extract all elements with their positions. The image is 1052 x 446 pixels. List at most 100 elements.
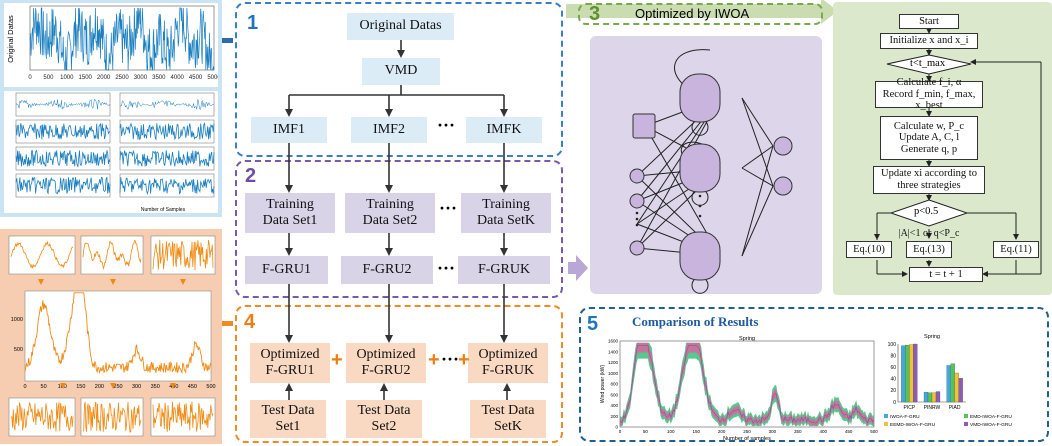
flow-start: Start (899, 14, 959, 29)
imf-subplots: Number of Samples (4, 91, 218, 213)
test-set2-line1: Test Data (357, 402, 411, 418)
network-output-node (773, 136, 793, 156)
training-setk-line2: Data SetK (477, 213, 535, 228)
imf-line (119, 177, 215, 196)
section-4-number: 4 (244, 311, 256, 333)
imf-line (15, 176, 111, 195)
flow-eq11: Eq.(11) (993, 241, 1039, 258)
bar-chart-ytick: 60 (890, 365, 896, 371)
line-chart-ytick: 1200 (608, 360, 619, 365)
network-edge (741, 145, 774, 257)
line-chart-xtick: 0 (619, 429, 622, 434)
flow-calc1-line2: Record f_min, f_max, x_best (882, 88, 976, 112)
orig-xtick: 4500 (189, 75, 203, 81)
bar-piad-3 (958, 378, 963, 403)
network-input-node (632, 113, 656, 139)
network-ellipsis-dot (635, 211, 639, 215)
imf-line (119, 149, 215, 167)
orange-subplot-line (83, 401, 142, 433)
orig-xtick: 2500 (115, 75, 129, 81)
flow-update-line1: Update xi according to (881, 168, 977, 180)
orange-xtick: 350 (151, 384, 160, 390)
line-chart-ytick: 600 (610, 392, 618, 397)
section-5-title: Comparison of Results (632, 314, 759, 329)
line-chart-ytick: 1400 (608, 349, 619, 354)
flow-calc2-line3: Generate q, p (900, 143, 958, 155)
bar-chart-ytick: 80 (890, 353, 896, 359)
training-setk-box: Training Data SetK (461, 193, 551, 233)
section-3-number: 3 (589, 3, 601, 25)
network-edge (741, 185, 774, 257)
section-5-number: 5 (587, 313, 599, 335)
line-chart-xtick: 500 (870, 429, 878, 434)
bar-piad-2 (954, 372, 959, 403)
bar-chart-xtick: PINRW (924, 405, 941, 411)
network-edge (741, 97, 774, 187)
imf-subplot-frame (119, 119, 215, 144)
test-setk-line2: SetK (494, 419, 522, 434)
network-ellipsis-dot (698, 214, 702, 218)
imf2-box: IMF2 (351, 117, 427, 143)
bar-chart-xtick: PIAD (949, 405, 961, 411)
line-chart-ytick: 1600 (608, 339, 619, 344)
legend-label: IWOA-F-GRU (890, 414, 920, 420)
flow-increment: t = t + 1 (909, 267, 983, 282)
bar-pinrw-3 (935, 391, 941, 403)
plus-1: + (331, 349, 343, 371)
flow-calc2-line2: Update A, C, l (898, 132, 960, 144)
network-self-loop (691, 121, 709, 136)
legend-label: EMD-IWOA-F-GRU (970, 414, 1012, 420)
legend-label: VMD-IWOA-F-GRU (970, 422, 1012, 428)
decision-tmax (886, 54, 972, 75)
bar-chart-title: Spring (924, 334, 940, 340)
fgru1-box: F-GRU1 (245, 256, 328, 284)
bar-chart-ytick: 20 (890, 388, 896, 394)
imf-line (15, 123, 111, 140)
test-set1-line1: Test Data (261, 402, 315, 418)
optimized-fgru1-box: Optimized F-GRU1 (250, 343, 330, 383)
orig-xtick: 0 (28, 75, 32, 81)
network-self-loop (691, 191, 709, 206)
optimized-fgruk-line1: Optimized (478, 346, 538, 362)
orig-xtick: 1500 (79, 75, 93, 81)
orange-subplot-line (82, 239, 142, 271)
section-1-number: 1 (247, 12, 259, 34)
bar-pinrw-1 (927, 392, 933, 403)
optimized-fgru1-line1: Optimized (260, 346, 320, 362)
line-chart-xtick: 350 (794, 429, 802, 434)
decision-p (889, 199, 969, 227)
imfk-box: IMFK (466, 117, 542, 143)
plus-2: + (428, 349, 440, 371)
test-set2-line2: Set2 (371, 419, 397, 434)
optimized-ellipsis: ··· (441, 349, 460, 369)
orig-xtick: 2000 (97, 75, 111, 81)
bar-picp-3 (913, 343, 918, 403)
bar-pinrw-2 (931, 392, 937, 403)
flow-cond-p: p<0.5 (914, 206, 939, 217)
actual-wind-power-line (619, 345, 875, 424)
line-chart-xtick: 300 (769, 429, 777, 434)
network-edge (741, 97, 774, 147)
orange-ytick: 1000 (11, 317, 23, 323)
flow-cond-a: |A|<1 or q<P_c (898, 227, 960, 239)
flow-calc1-line1: Calculate f_i, α (896, 77, 962, 89)
network-hidden-node (679, 231, 721, 281)
training-set1-box: Training Data Set1 (245, 193, 335, 233)
test-set2-box: Test Data Set2 (346, 400, 422, 438)
optimized-fgru2-box: Optimized F-GRU2 (346, 343, 426, 383)
orig-xtick: 3500 (152, 75, 166, 81)
legend-label: EEMD-IWOA-F-GRU (890, 422, 936, 428)
original-data-ylabel: Original Datas (6, 15, 15, 63)
fgru-ellipsis: ··· (437, 258, 456, 278)
flow-eq13: Eq.(13) (906, 241, 952, 258)
line-chart-xtick: 50 (643, 429, 649, 434)
orange-down-arrow (60, 383, 66, 389)
orange-xtick: 500 (206, 384, 215, 390)
section-3-title: Optimized by IWOA (635, 6, 750, 21)
interval-band-inner (620, 342, 874, 427)
orig-xtick: 4000 (171, 75, 185, 81)
optimized-fgru2-line2: F-GRU2 (361, 363, 411, 378)
